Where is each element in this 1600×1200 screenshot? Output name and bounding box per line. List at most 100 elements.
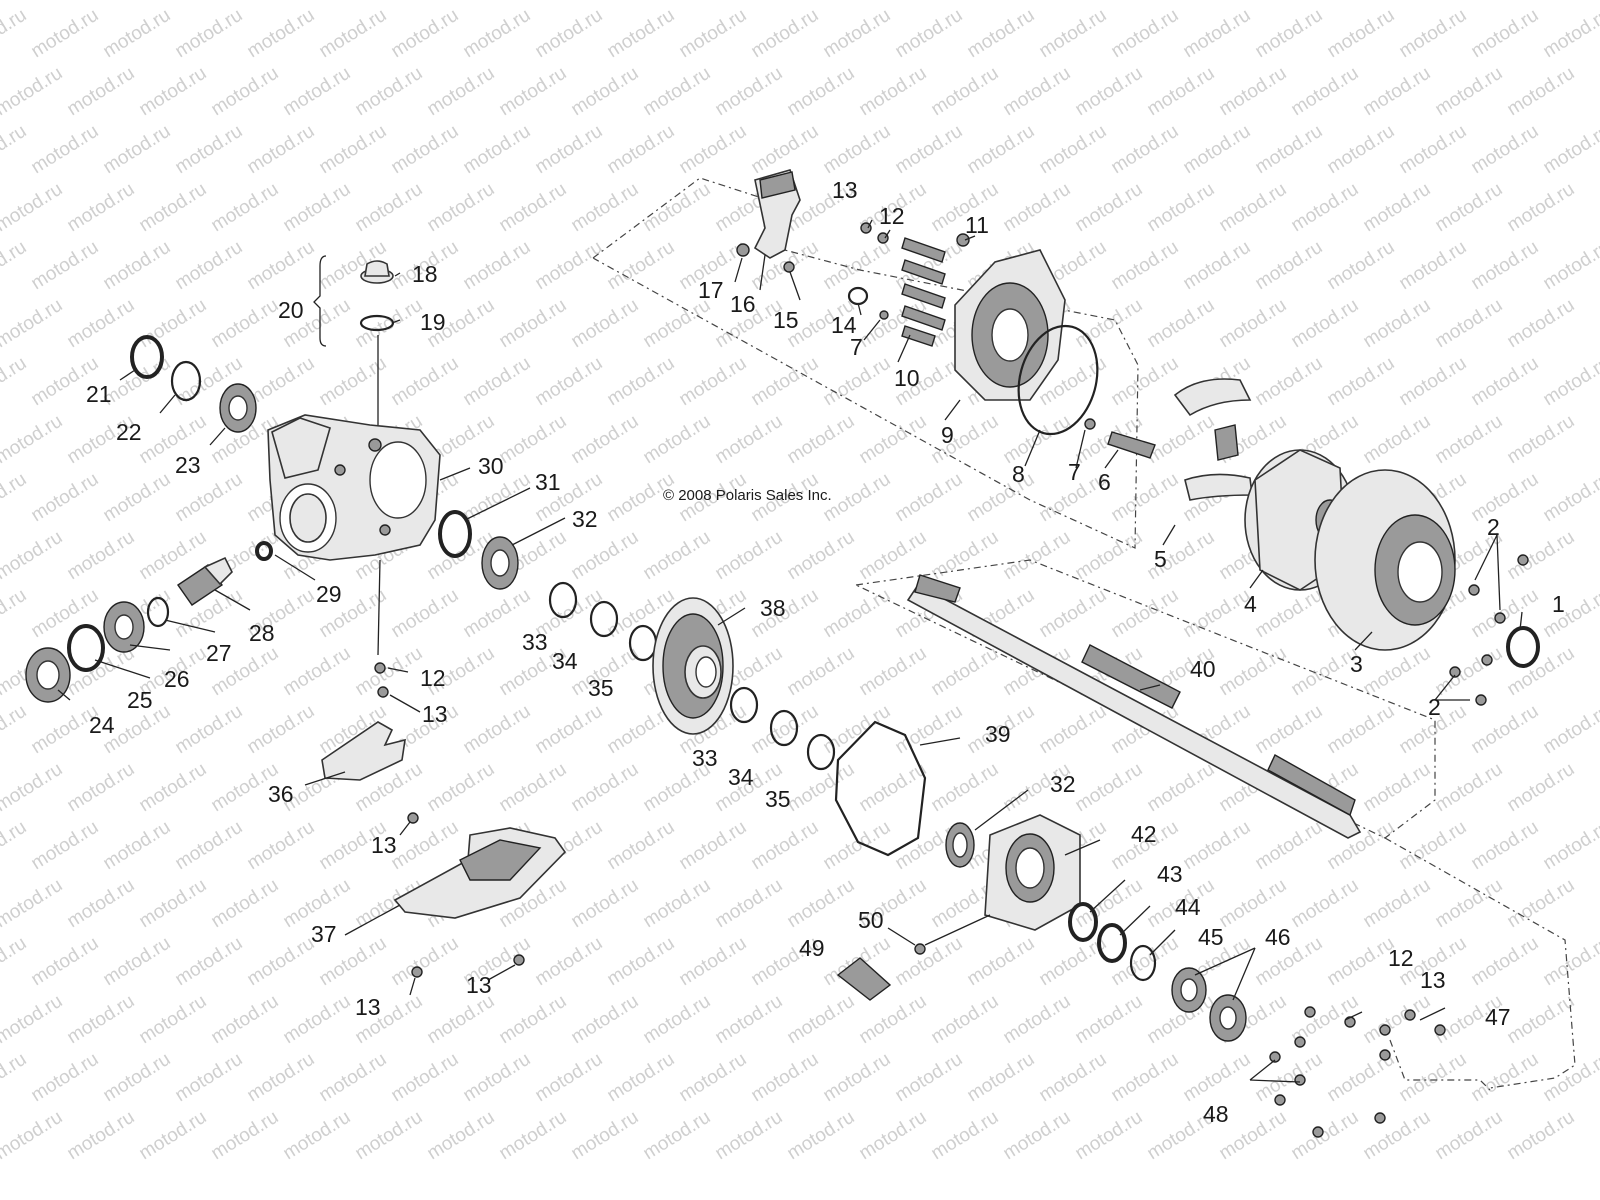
watermark-text: motod.ru — [784, 643, 859, 701]
watermark-text: motod.ru — [820, 237, 895, 295]
watermark-text: motod.ru — [1144, 759, 1219, 817]
watermark-text: motod.ru — [676, 1049, 751, 1107]
watermark-text: motod.ru — [64, 63, 139, 121]
seal-1 — [1506, 626, 1540, 668]
watermark-text: motod.ru — [1324, 121, 1399, 179]
callout-30: 30 — [478, 453, 504, 479]
watermark-text: motod.ru — [1108, 585, 1183, 643]
callout-42: 42 — [1131, 821, 1157, 847]
watermark-text: motod.ru — [1252, 237, 1327, 295]
watermark-text: motod.ru — [1180, 237, 1255, 295]
callout-46: 46 — [1265, 924, 1291, 950]
watermark-text: motod.ru — [604, 817, 679, 875]
watermark-text: motod.ru — [1072, 179, 1147, 237]
callout-16: 16 — [730, 291, 756, 317]
watermark-text: motod.ru — [460, 237, 535, 295]
washer-7b — [1084, 418, 1096, 430]
watermark-text: motod.ru — [0, 701, 30, 759]
watermark-text: motod.ru — [676, 933, 751, 991]
watermark-text: motod.ru — [1108, 933, 1183, 991]
callout-45: 45 — [1198, 924, 1224, 950]
shim-33a — [548, 581, 578, 619]
watermark-text: motod.ru — [1360, 63, 1435, 121]
watermark-text: motod.ru — [244, 933, 319, 991]
watermark-text: motod.ru — [856, 63, 931, 121]
housing-outline — [1384, 837, 1576, 1089]
watermark-text: motod.ru — [1252, 353, 1327, 411]
watermark-text: motod.ru — [712, 63, 787, 121]
watermark-text: motod.ru — [496, 1107, 571, 1165]
watermark-text: motod.ru — [1540, 585, 1600, 643]
watermark-text: motod.ru — [1540, 469, 1600, 527]
washer-50 — [914, 943, 926, 955]
watermark-text: motod.ru — [424, 179, 499, 237]
watermark-text: motod.ru — [1432, 643, 1507, 701]
watermark-text: motod.ru — [1072, 63, 1147, 121]
watermark-text: motod.ru — [928, 759, 1003, 817]
callout-35: 35 — [588, 675, 614, 701]
callout-1: 1 — [1552, 591, 1565, 617]
callout-31: 31 — [535, 469, 561, 495]
watermark-text: motod.ru — [1504, 759, 1579, 817]
bearing-26 — [103, 601, 145, 653]
brake-caliper-16 — [753, 169, 801, 259]
watermark-text: motod.ru — [964, 121, 1039, 179]
watermark-text: motod.ru — [1144, 0, 1219, 4]
callout-50: 50 — [858, 907, 884, 933]
bolt-13c — [407, 812, 419, 824]
watermark-text: motod.ru — [100, 1049, 175, 1107]
watermark-text: motod.ru — [28, 5, 103, 63]
watermark-text: motod.ru — [0, 991, 66, 1049]
watermark-text: motod.ru — [1504, 179, 1579, 237]
callout-7: 7 — [850, 334, 863, 360]
callout-26: 26 — [164, 666, 190, 692]
watermark-text: motod.ru — [316, 1049, 391, 1107]
watermark-text: motod.ru — [244, 817, 319, 875]
watermark-text: motod.ru — [712, 991, 787, 1049]
callout-22: 22 — [116, 419, 142, 445]
watermark-text: motod.ru — [1360, 179, 1435, 237]
watermark-text: motod.ru — [136, 1107, 211, 1165]
seal-24 — [25, 647, 71, 703]
watermark-text: motod.ru — [676, 5, 751, 63]
watermark-text: motod.ru — [928, 0, 1003, 4]
callout-12: 12 — [1388, 945, 1414, 971]
watermark-text: motod.ru — [136, 991, 211, 1049]
watermark-text: motod.ru — [1108, 353, 1183, 411]
snap-ring-45 — [1129, 944, 1157, 982]
watermark-text: motod.ru — [532, 933, 607, 991]
watermark-text: motod.ru — [1540, 237, 1600, 295]
watermark-text: motod.ru — [1360, 0, 1435, 4]
watermark-text: motod.ru — [1072, 1107, 1147, 1165]
watermark-text: motod.ru — [1396, 353, 1471, 411]
watermark-text: motod.ru — [1108, 1049, 1183, 1107]
gasket-39 — [834, 720, 927, 857]
watermark-text: motod.ru — [712, 411, 787, 469]
bolts-2 — [1449, 554, 1529, 706]
watermark-text: motod.ru — [1468, 817, 1543, 875]
watermark-text: motod.ru — [532, 701, 607, 759]
callout-15: 15 — [773, 307, 799, 333]
watermark-text: motod.ru — [1396, 1049, 1471, 1107]
watermark-text: motod.ru — [208, 295, 283, 353]
watermark-text: motod.ru — [64, 527, 139, 585]
watermark-text: motod.ru — [1396, 121, 1471, 179]
watermark-text: motod.ru — [352, 1107, 427, 1165]
callout-29: 29 — [316, 581, 342, 607]
watermark-text: motod.ru — [676, 353, 751, 411]
watermark-text: motod.ru — [640, 1107, 715, 1165]
bearing-46b — [1209, 994, 1247, 1042]
watermark-text: motod.ru — [1216, 179, 1291, 237]
watermark-text: motod.ru — [1324, 353, 1399, 411]
watermark-text: motod.ru — [1432, 759, 1507, 817]
fastener-group-outline — [1389, 1039, 1491, 1091]
watermark-text: motod.ru — [280, 991, 355, 1049]
plug-49 — [836, 957, 892, 1001]
callout-13: 13 — [466, 972, 492, 998]
watermark-text: motod.ru — [388, 5, 463, 63]
watermark-text: motod.ru — [496, 295, 571, 353]
callout-19: 19 — [420, 309, 446, 335]
watermark-text: motod.ru — [280, 63, 355, 121]
watermark-text: motod.ru — [244, 237, 319, 295]
watermark-text: motod.ru — [1000, 1107, 1075, 1165]
